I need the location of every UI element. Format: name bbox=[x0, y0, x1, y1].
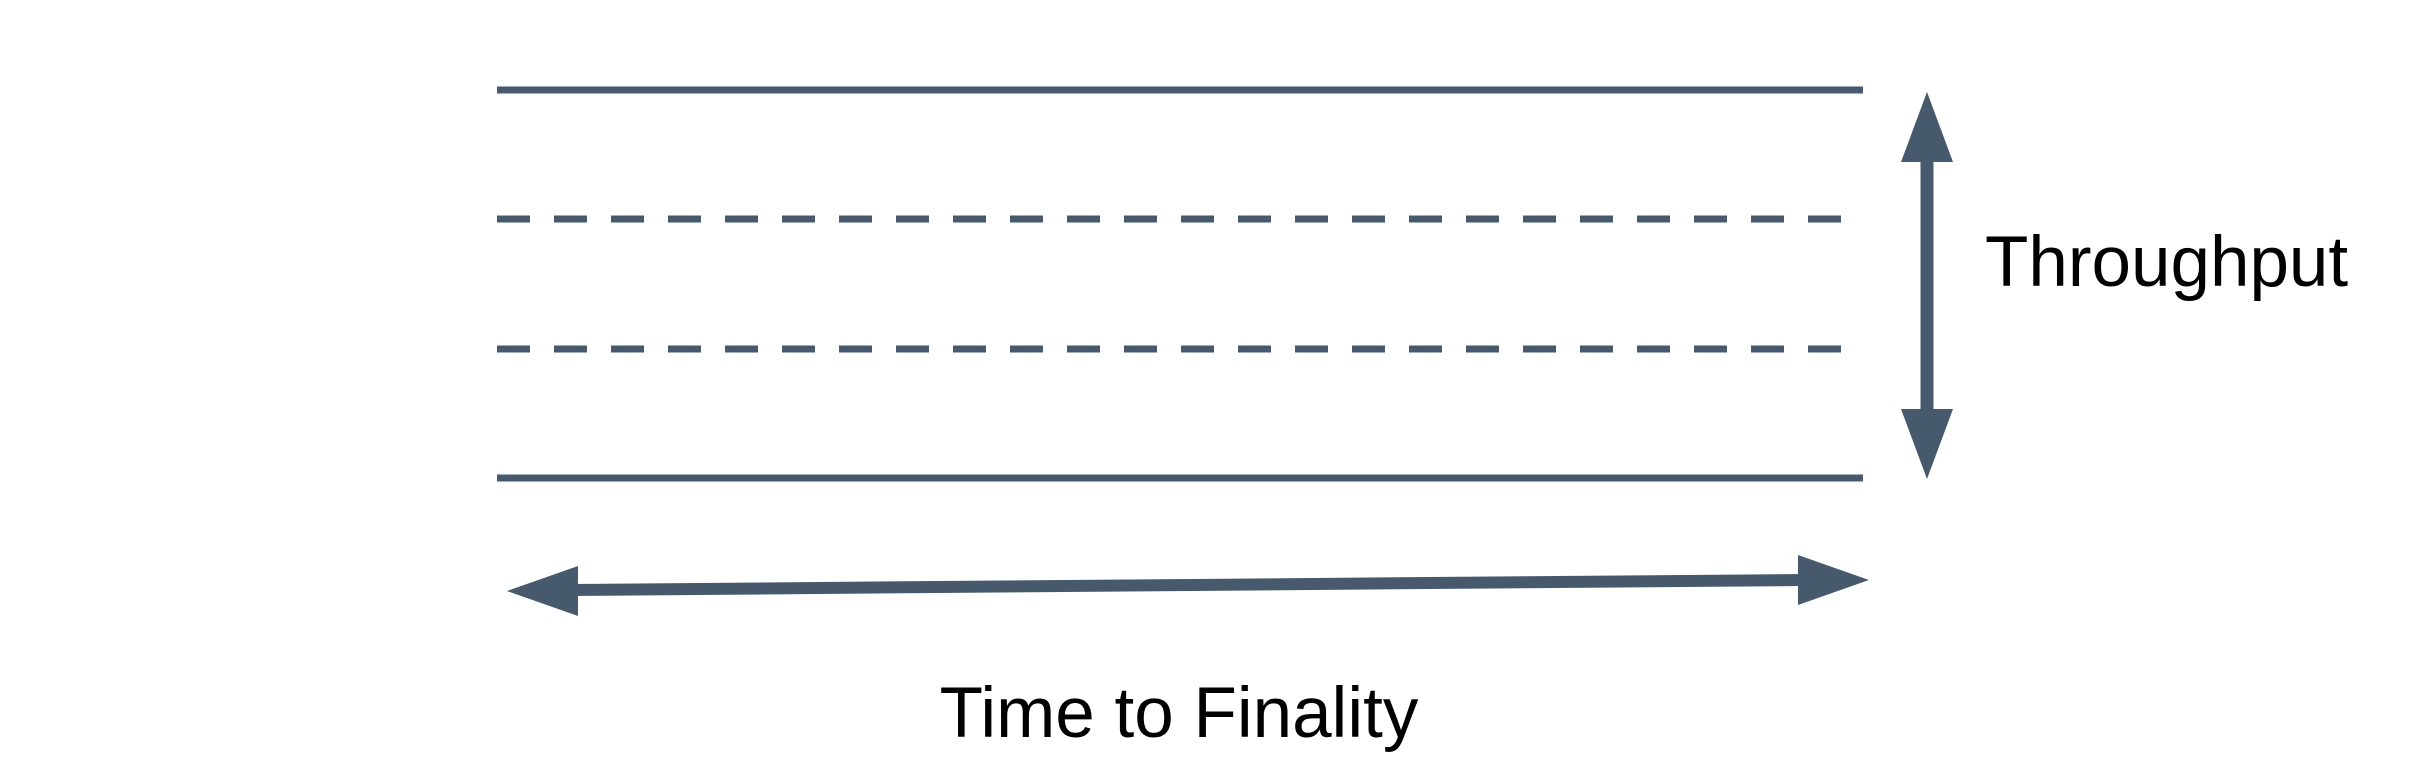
throughput-label: Throughput bbox=[1985, 223, 2348, 302]
throughput-double-arrow bbox=[1901, 92, 1953, 479]
time-to-finality-arrow-shaft bbox=[571, 574, 1804, 596]
time-to-finality-label: Time to Finality bbox=[940, 674, 1419, 753]
band-lines bbox=[497, 86, 1863, 482]
throughput-arrow-up-head-icon bbox=[1901, 92, 1953, 162]
time-to-finality-arrow-right-head-icon bbox=[1798, 555, 1869, 605]
time-to-finality-double-arrow bbox=[507, 555, 1869, 616]
time-to-finality-arrow-left-head-icon bbox=[507, 566, 578, 616]
throughput-arrow-down-head-icon bbox=[1901, 409, 1953, 479]
